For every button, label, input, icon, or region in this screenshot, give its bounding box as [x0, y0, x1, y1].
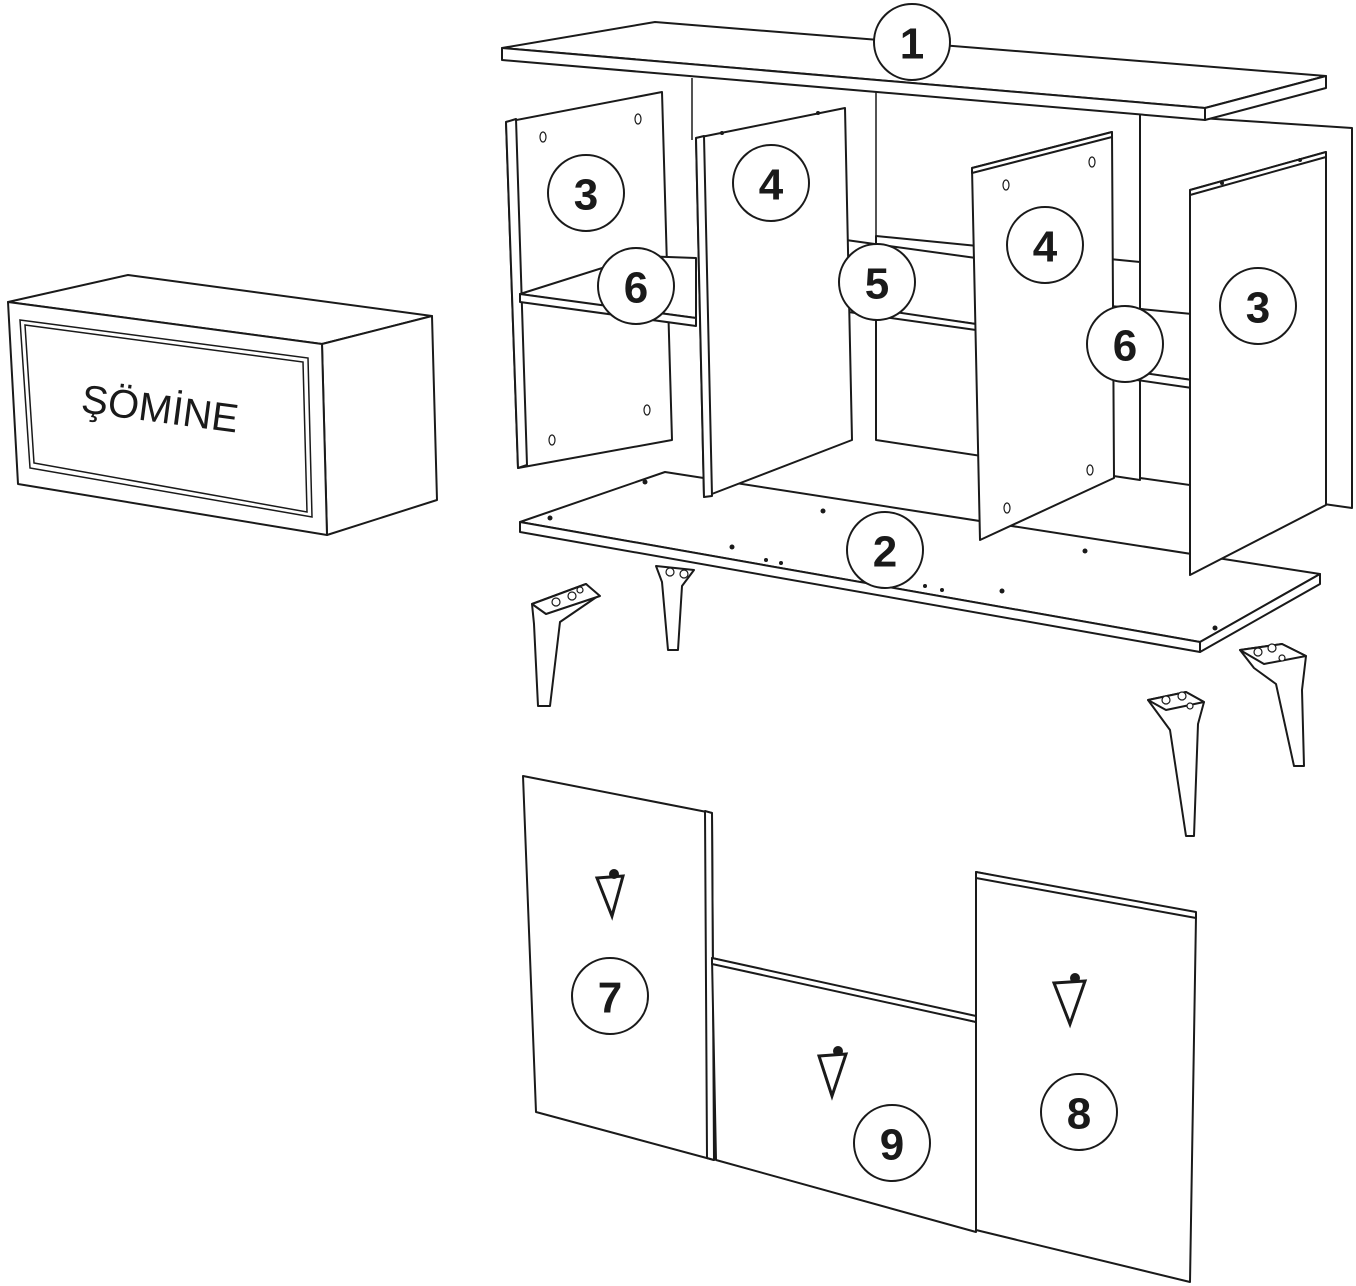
- packaging-box: ŞÖMİNE: [7, 274, 438, 536]
- svg-text:2: 2: [873, 528, 897, 577]
- callout-middle-shelf: 5: [838, 243, 916, 321]
- svg-text:4: 4: [1033, 223, 1058, 272]
- svg-text:7: 7: [598, 974, 622, 1023]
- callout-right-divider: 4: [1006, 206, 1084, 284]
- svg-text:3: 3: [574, 171, 598, 220]
- svg-text:4: 4: [759, 161, 784, 210]
- leg-front-right: [1147, 691, 1205, 837]
- svg-text:9: 9: [880, 1121, 904, 1170]
- callout-door-middle: 9: [853, 1104, 931, 1182]
- right-side-panel: [1189, 151, 1327, 576]
- svg-text:1: 1: [900, 20, 924, 69]
- callout-door-left: 7: [571, 957, 649, 1035]
- door-middle: [711, 957, 977, 1233]
- callout-left-side: 3: [547, 154, 625, 232]
- door-handle-icon: [1051, 973, 1088, 1029]
- callout-left-divider: 4: [732, 144, 810, 222]
- leg-back-right: [1239, 643, 1307, 767]
- leg-back-left: [655, 565, 695, 651]
- leg-front-left: [531, 583, 601, 707]
- svg-text:6: 6: [624, 264, 648, 313]
- svg-text:3: 3: [1246, 284, 1270, 333]
- callout-bottom-panel: 2: [846, 511, 924, 589]
- callout-top-panel: 1: [873, 3, 951, 81]
- svg-text:6: 6: [1113, 322, 1137, 371]
- svg-text:5: 5: [865, 260, 889, 309]
- callout-door-right: 8: [1040, 1073, 1118, 1151]
- svg-text:8: 8: [1067, 1090, 1091, 1139]
- left-divider-panel: [695, 107, 853, 498]
- callout-left-shelf: 6: [597, 247, 675, 325]
- door-handle-icon: [816, 1046, 849, 1101]
- callout-right-side: 3: [1219, 267, 1297, 345]
- callout-right-shelf: 6: [1086, 305, 1164, 383]
- door-handle-icon: [594, 869, 626, 921]
